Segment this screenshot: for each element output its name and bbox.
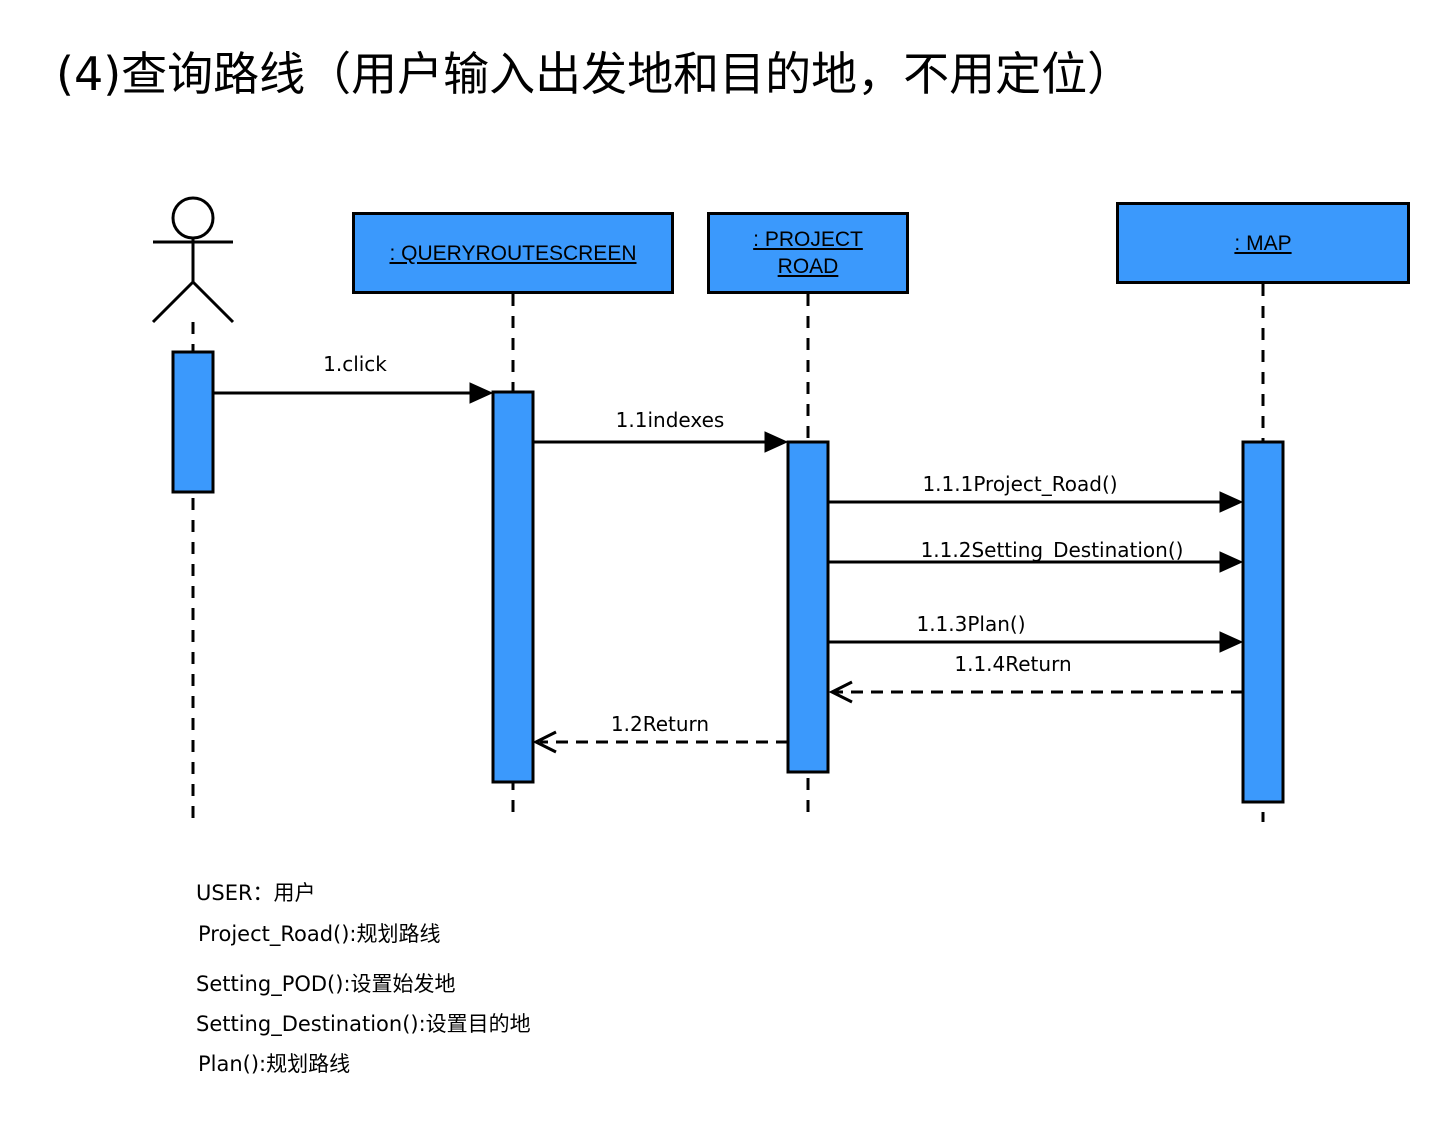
legend-item: Setting_POD():设置始发地 (196, 972, 456, 996)
legend-item: Plan():规划路线 (198, 1052, 351, 1076)
message-label: 1.1.2Setting_Destination() (921, 538, 1184, 562)
return-arrowhead-2 (532, 730, 557, 754)
arrowhead-4 (1219, 551, 1244, 573)
legend-item: Setting_Destination():设置目的地 (196, 1012, 531, 1036)
legend-item: Project_Road():规划路线 (198, 922, 441, 946)
participant-project-road: : PROJECT ROAD (707, 212, 909, 294)
participant-project-road-line1: : PROJECT (753, 228, 863, 251)
arrowhead-5 (1219, 631, 1244, 653)
arrowhead-2 (764, 431, 789, 453)
message-label: 1.2Return (611, 712, 709, 736)
user-actor-icon (151, 196, 235, 324)
legend-item: USER：用户 (196, 881, 316, 905)
message-label: 1.1.4Return (954, 652, 1071, 676)
message-label: 1.click (323, 352, 387, 376)
activation-project-road (786, 440, 830, 774)
message-label: 1.1indexes (616, 408, 725, 432)
activation-map (1241, 440, 1285, 804)
activation-user (171, 350, 215, 494)
activation-query-screen (491, 390, 535, 784)
arrowhead-1 (469, 382, 494, 404)
participant-query-route-screen: : QUERYROUTESCREEN (352, 212, 674, 294)
arrowhead-3 (1219, 491, 1244, 513)
return-arrowhead-1 (828, 680, 853, 704)
message-label: 1.1.1Project_Road() (922, 472, 1117, 496)
participant-project-road-line2: ROAD (777, 255, 839, 278)
participant-map: : MAP (1116, 202, 1410, 284)
page-title: (4)查询路线（用户输入出发地和目的地，不用定位） (56, 47, 1134, 101)
message-label: 1.1.3Plan() (916, 612, 1025, 636)
